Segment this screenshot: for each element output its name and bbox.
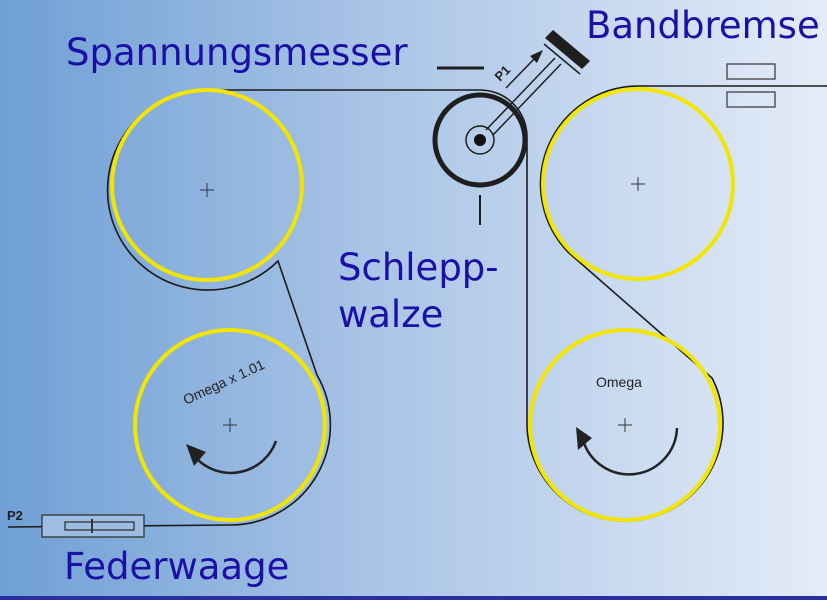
omega-left-label: Omega x 1.01 <box>181 356 268 408</box>
tension-meter-label: Spannungsmesser <box>66 31 408 74</box>
omega-right-label: Omega <box>596 374 642 390</box>
roller-top-right <box>541 87 735 281</box>
tension-arm <box>485 57 562 136</box>
band-brake-pad <box>543 43 581 75</box>
spring-scale-label: Federwaage <box>64 545 289 588</box>
center-marks <box>200 177 645 432</box>
arrowhead-left-icon <box>186 444 206 466</box>
p1-label: P1 <box>492 62 514 84</box>
bottom-border <box>0 596 827 600</box>
rotation-arrow-left <box>195 440 278 475</box>
p1-arrowhead-icon <box>530 50 543 63</box>
p2-label: P2 <box>7 508 23 523</box>
brake-shoe-top <box>726 63 776 80</box>
arrowhead-right-icon <box>576 427 592 450</box>
spring-scale <box>41 514 145 538</box>
drag-roller <box>432 92 528 225</box>
drag-roller-label-1: Schlepp- <box>338 246 499 289</box>
drag-roller-label-2: walze <box>338 293 443 336</box>
p1-arrow <box>505 57 536 89</box>
roller-bottom-right <box>528 328 722 522</box>
roller-bottom-left <box>133 328 327 522</box>
belt <box>7 85 827 528</box>
roller-top-left <box>110 88 304 282</box>
brake-shoe-bottom <box>726 91 776 108</box>
band-brake-label: Bandbremse <box>586 4 820 47</box>
rotation-arrow-right <box>581 427 679 476</box>
band-brake-block <box>545 30 590 69</box>
